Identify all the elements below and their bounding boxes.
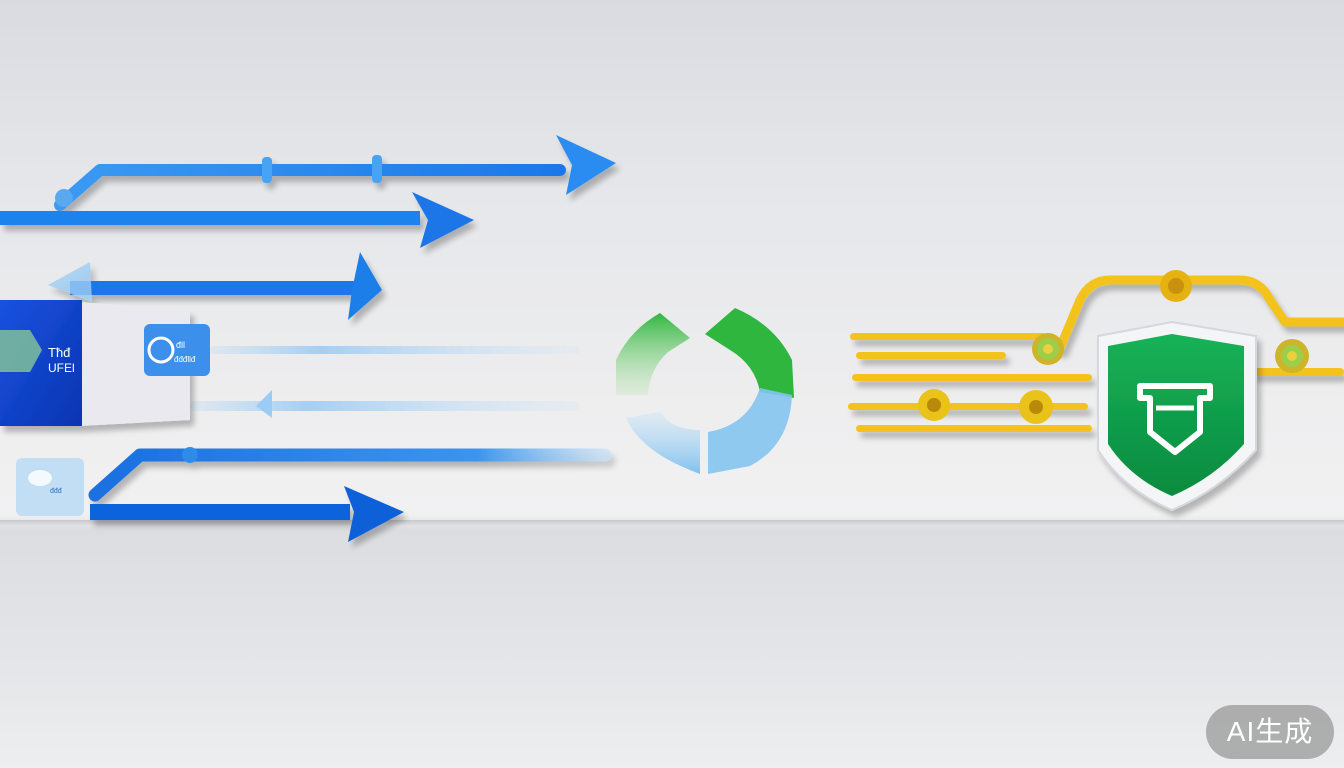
sync-cycle-icon [616,308,794,474]
arrow-right-icon [90,486,404,542]
faded-arrows [190,346,580,418]
small-card: đđđ [16,458,84,516]
panel-text-line2: UFEl [48,361,75,375]
gear-icon [918,389,950,421]
arrow-left-icon [48,252,382,320]
info-card: đll đđđllđ [144,324,210,376]
arrow-right-icon [0,192,474,248]
ai-generated-badge: AI生成 [1206,705,1334,759]
small-card-text: đđđ [50,488,62,495]
gear-icon [1032,333,1064,365]
card-text-line2: đđđllđ [174,355,196,364]
floor-shadow [0,520,1344,526]
shield-icon [1097,320,1257,512]
card-text-line1: đll [176,340,185,350]
arrow-right-icon [88,447,612,502]
blue-panel: Tħđ UFEl [0,300,190,426]
gear-icon [1275,339,1309,373]
gear-icon [1019,390,1053,424]
arrow-group-left [0,135,616,542]
arrow-right-icon [54,135,616,211]
gear-icon [1160,270,1192,302]
panel-text-line1: Tħđ [48,345,71,360]
